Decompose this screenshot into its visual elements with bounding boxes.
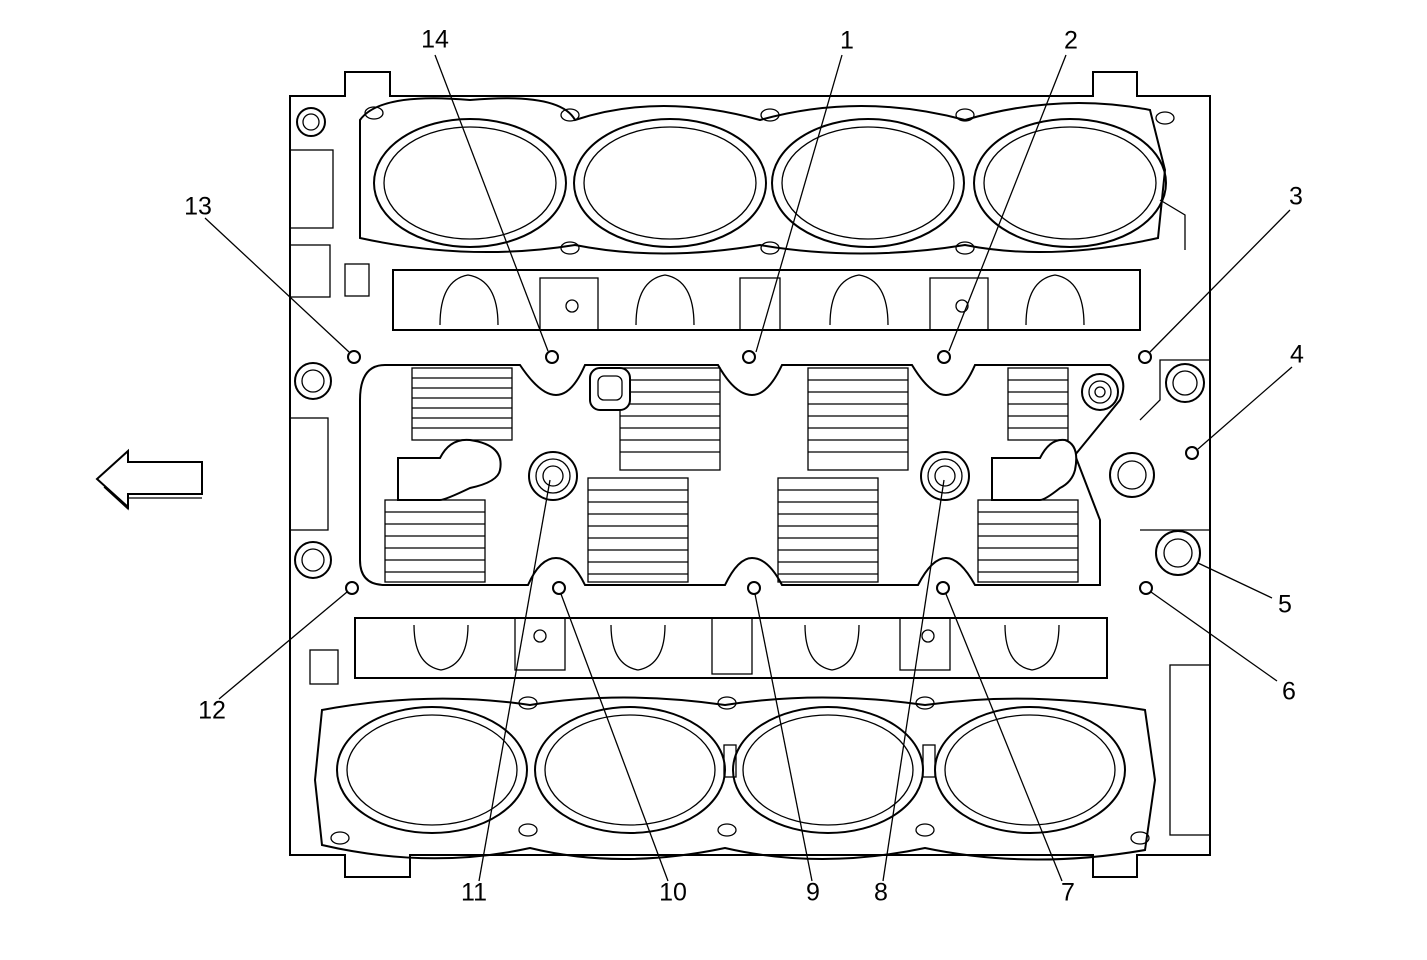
callout-11: 11 xyxy=(461,879,487,907)
callout-3: 3 xyxy=(1289,183,1303,211)
callout-9: 9 xyxy=(806,879,820,907)
callout-2: 2 xyxy=(1064,27,1078,55)
center-valley xyxy=(359,364,1125,586)
callout-5: 5 xyxy=(1278,591,1292,619)
left-arrow-icon xyxy=(95,448,203,511)
lower-valley-strip xyxy=(354,617,1108,679)
callout-13: 13 xyxy=(184,193,212,221)
leader-lines xyxy=(204,54,1293,882)
callout-14: 14 xyxy=(421,26,449,54)
callout-6: 6 xyxy=(1282,678,1296,706)
callout-10: 10 xyxy=(659,879,687,907)
lower-head-gasket xyxy=(313,696,1157,861)
callout-8: 8 xyxy=(874,879,888,907)
callout-12: 12 xyxy=(198,697,226,725)
callout-1: 1 xyxy=(840,27,854,55)
upper-valley-strip xyxy=(392,269,1141,331)
callout-4: 4 xyxy=(1290,341,1304,369)
louver-panels xyxy=(384,367,1079,583)
block-outline xyxy=(289,71,1211,878)
upper-head-gasket xyxy=(359,97,1175,255)
bolt-holes xyxy=(345,350,1199,595)
callout-7: 7 xyxy=(1061,879,1075,907)
callout-labels: 1 2 3 4 5 6 7 8 9 10 11 12 13 14 xyxy=(184,26,1304,907)
